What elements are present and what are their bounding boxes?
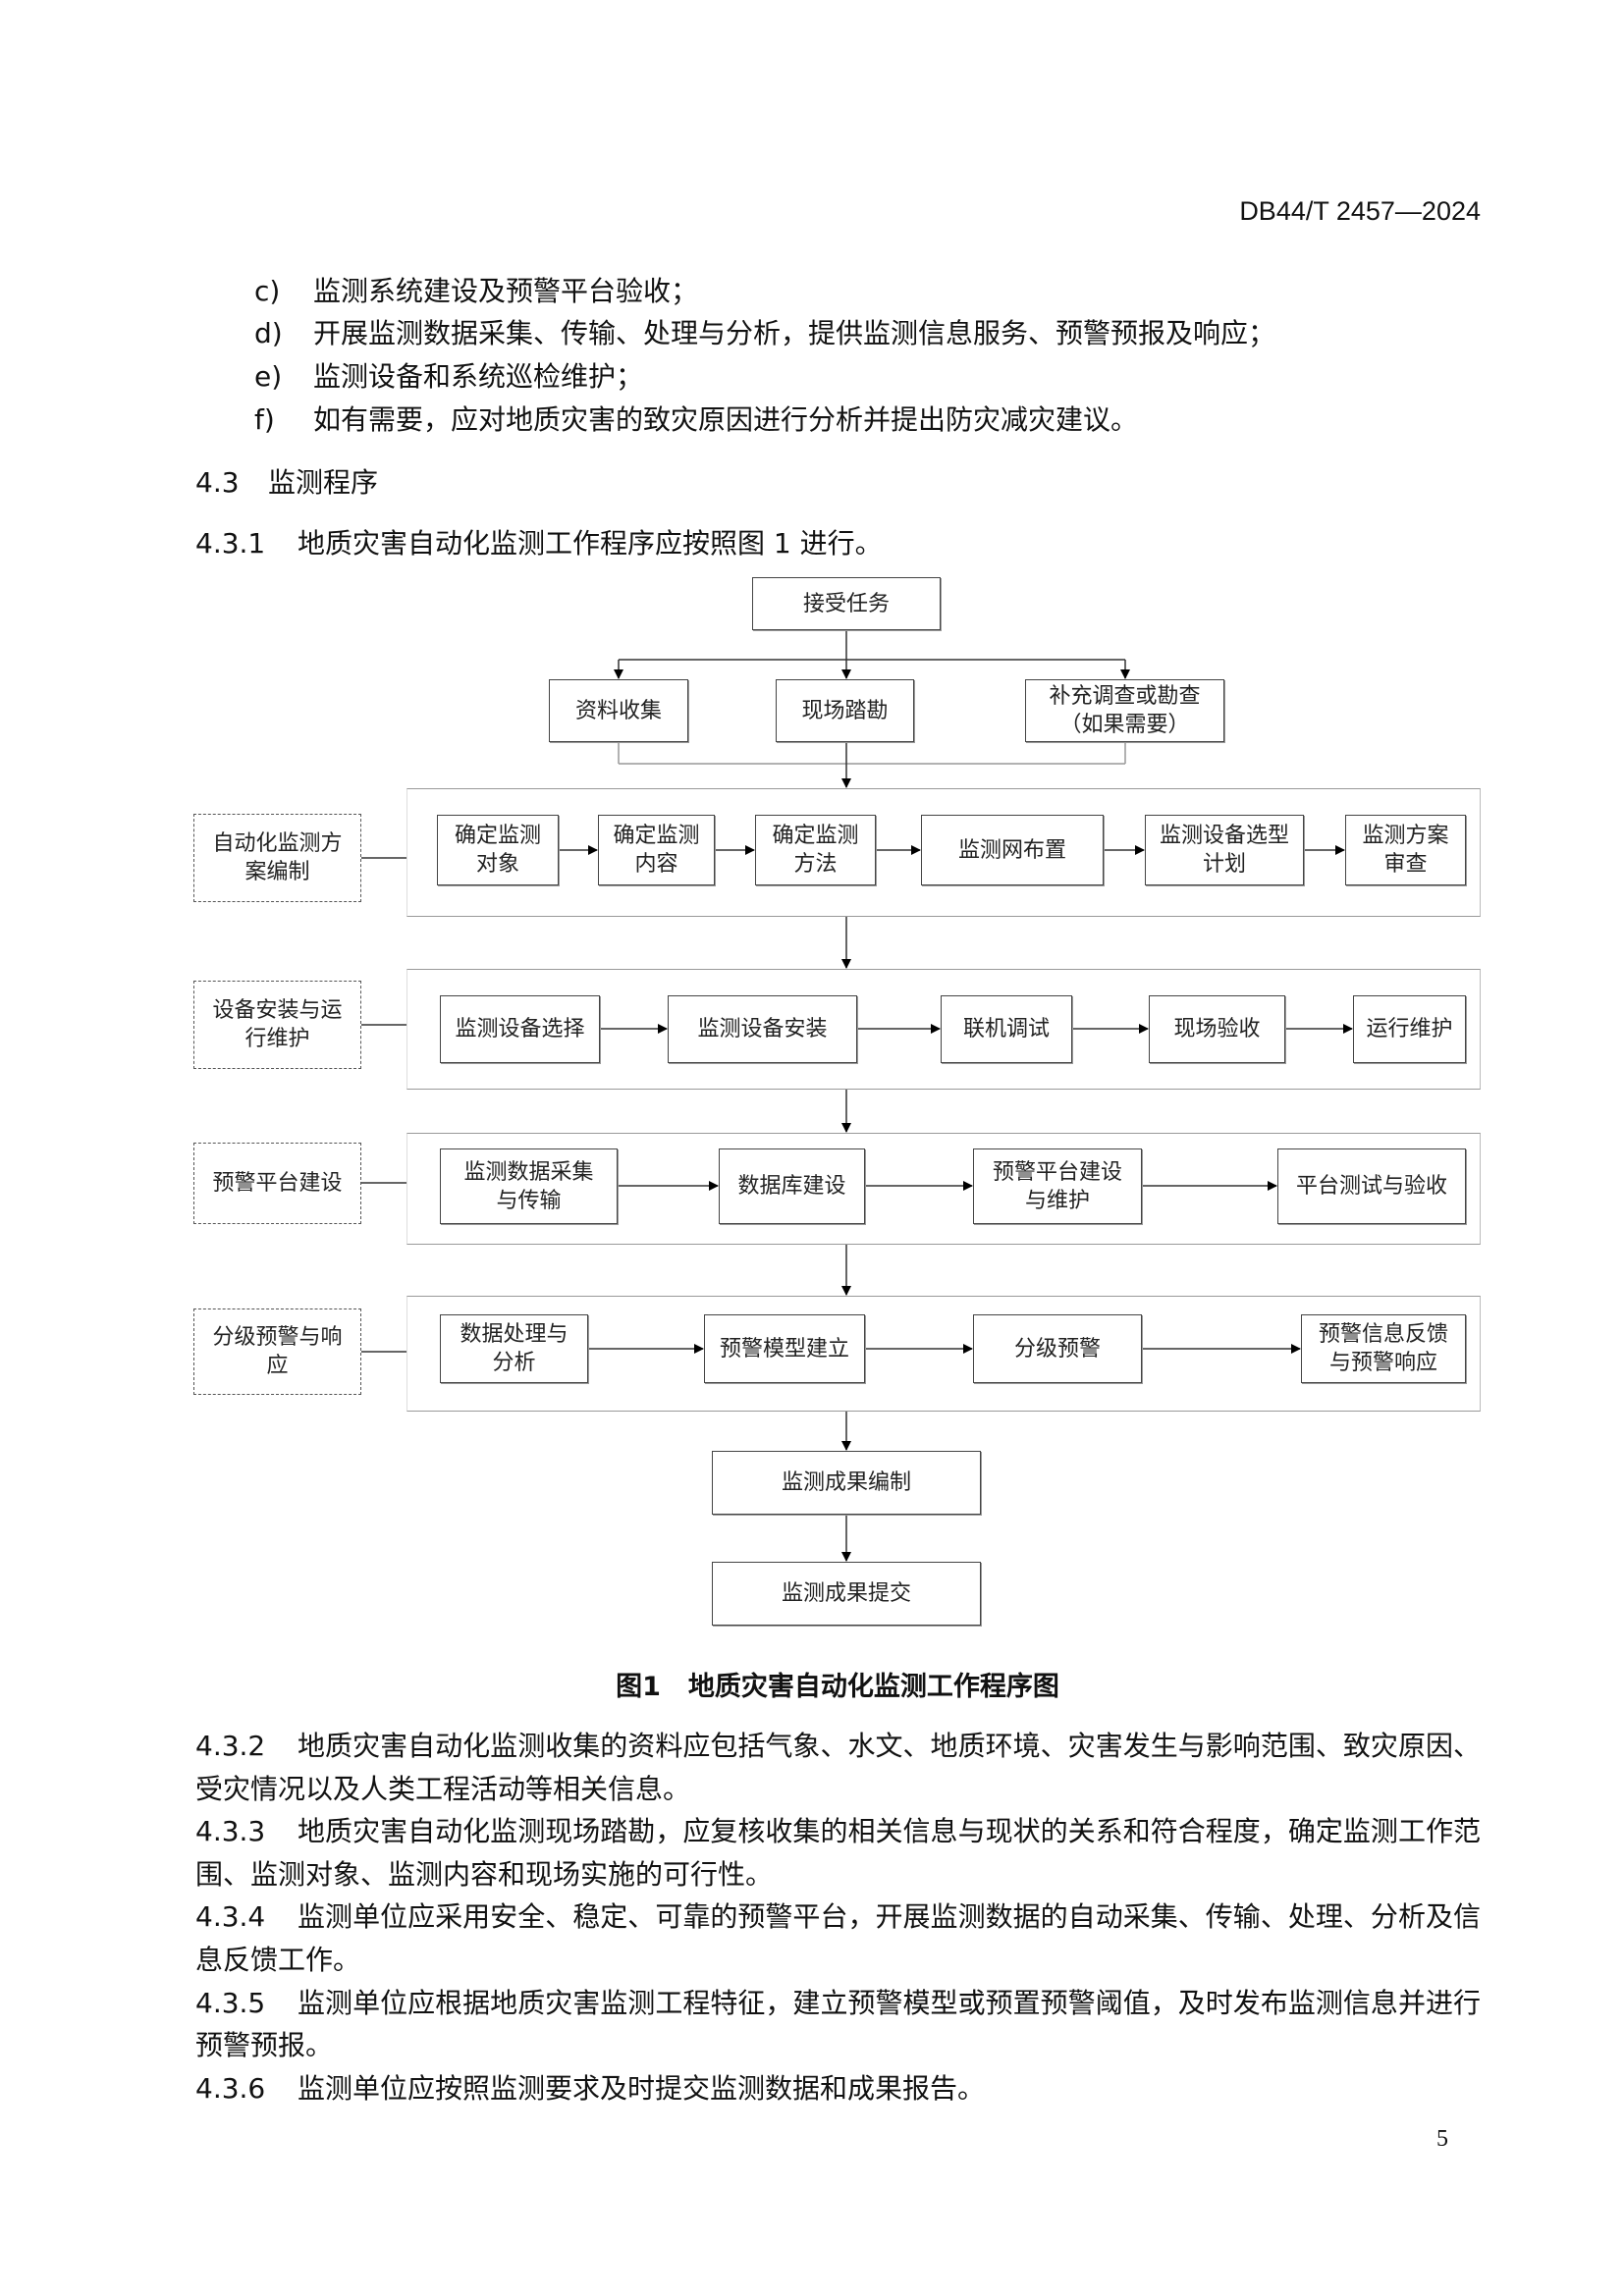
- stage3-step: 预警平台建设 与维护: [973, 1148, 1142, 1224]
- list-item: c) 监测系统建设及预警平台验收；: [254, 270, 698, 309]
- stage-label-3: 预警平台建设: [193, 1143, 361, 1224]
- step-site-survey: 现场踏勘: [776, 679, 914, 742]
- clause-number: 4.3.5: [195, 1986, 266, 2019]
- list-text: 监测系统建设及预警平台验收；: [313, 275, 699, 307]
- clause-number: 4.3.3: [195, 1815, 266, 1848]
- stage1-step: 监测网布置: [921, 815, 1104, 885]
- clause-text: 监测单位应按照监测要求及时提交监测数据和成果报告。: [298, 2071, 986, 2105]
- stage1-step: 确定监测 对象: [437, 815, 559, 885]
- clause-number: 4.3.6: [195, 2071, 266, 2105]
- step-supplementary-survey: 补充调查或勘查 （如果需要）: [1025, 679, 1224, 742]
- list-text: 监测设备和系统巡检维护；: [313, 360, 644, 393]
- stage2-step: 联机调试: [941, 995, 1072, 1063]
- list-label: f): [254, 403, 275, 436]
- step-results-submission: 监测成果提交: [712, 1562, 981, 1626]
- clause-paragraph: 4.3.6 监测单位应按照监测要求及时提交监测数据和成果报告。: [195, 2067, 1481, 2110]
- clause-number: 4.3.4: [195, 1900, 266, 1934]
- section-number: 4.3: [195, 466, 240, 499]
- stage2-step: 现场验收: [1149, 995, 1285, 1063]
- list-text: 开展监测数据采集、传输、处理与分析，提供监测信息服务、预警预报及响应；: [313, 317, 1276, 349]
- section-heading: 4.3 监测程序: [195, 461, 378, 501]
- list-item: d) 开展监测数据采集、传输、处理与分析，提供监测信息服务、预警预报及响应；: [254, 312, 1275, 351]
- list-text: 如有需要，应对地质灾害的致灾原因进行分析并提出防灾减灾建议。: [313, 403, 1139, 436]
- list-label: c): [254, 275, 281, 307]
- figure-title: 地质灾害自动化监测工作程序图: [687, 1672, 1059, 1702]
- document-code: DB44/T 2457—2024: [1239, 196, 1481, 226]
- stage3-step: 平台测试与验收: [1277, 1148, 1466, 1224]
- stage-panel-1: [406, 788, 1481, 917]
- stage-panel-3: [406, 1133, 1481, 1245]
- stage-panel-2: [406, 969, 1481, 1090]
- stage-label-4: 分级预警与响 应: [193, 1308, 361, 1395]
- stage1-step: 确定监测 方法: [755, 815, 876, 885]
- list-label: e): [254, 360, 283, 393]
- step-data-collection: 资料收集: [549, 679, 688, 742]
- figure-caption: 图1 地质灾害自动化监测工作程序图: [0, 1665, 1624, 1703]
- clause-text: 地质灾害自动化监测现场踏勘，应复核收集的相关信息与现状的关系和符合程度，确定监测…: [195, 1815, 1481, 1891]
- step-accept-task: 接受任务: [752, 577, 941, 630]
- stage4-step: 分级预警: [973, 1314, 1142, 1383]
- stage4-step: 数据处理与 分析: [440, 1314, 588, 1383]
- page-number: 5: [1436, 2126, 1448, 2152]
- stage-label-1: 自动化监测方 案编制: [193, 814, 361, 902]
- list-item: f) 如有需要，应对地质灾害的致灾原因进行分析并提出防灾减灾建议。: [254, 399, 1138, 438]
- clause-number: 4.3.1: [195, 527, 266, 560]
- clause-text: 地质灾害自动化监测工作程序应按照图 1 进行。: [298, 527, 883, 560]
- stage1-step: 监测设备选型 计划: [1145, 815, 1304, 885]
- stage2-step: 运行维护: [1353, 995, 1466, 1063]
- step-results-compilation: 监测成果编制: [712, 1451, 981, 1515]
- stage4-step: 预警模型建立: [704, 1314, 865, 1383]
- stage2-step: 监测设备安装: [668, 995, 857, 1063]
- stage3-step: 监测数据采集 与传输: [440, 1148, 618, 1224]
- stage1-step: 确定监测 内容: [598, 815, 715, 885]
- clause-text: 监测单位应根据地质灾害监测工程特征，建立预警模型或预置预警阈值，及时发布监测信息…: [195, 1986, 1481, 2062]
- stage-label-2: 设备安装与运 行维护: [193, 981, 361, 1069]
- list-label: d): [254, 317, 283, 349]
- figure-number: 图1: [616, 1672, 661, 1702]
- stage4-step: 预警信息反馈 与预警响应: [1301, 1314, 1466, 1383]
- clause-text: 监测单位应采用安全、稳定、可靠的预警平台，开展监测数据的自动采集、传输、处理、分…: [195, 1900, 1481, 1976]
- clause-text: 地质灾害自动化监测收集的资料应包括气象、水文、地质环境、灾害发生与影响范围、致灾…: [195, 1730, 1481, 1805]
- stage1-step: 监测方案 审查: [1345, 815, 1466, 885]
- clause-number: 4.3.2: [195, 1730, 266, 1762]
- stage3-step: 数据库建设: [719, 1148, 865, 1224]
- section-title: 监测程序: [268, 466, 379, 499]
- stage2-step: 监测设备选择: [440, 995, 600, 1063]
- stage-panel-4: [406, 1296, 1481, 1412]
- clause-4-3-1: 4.3.1 地质灾害自动化监测工作程序应按照图 1 进行。: [195, 522, 1481, 565]
- list-item: e) 监测设备和系统巡检维护；: [254, 355, 643, 395]
